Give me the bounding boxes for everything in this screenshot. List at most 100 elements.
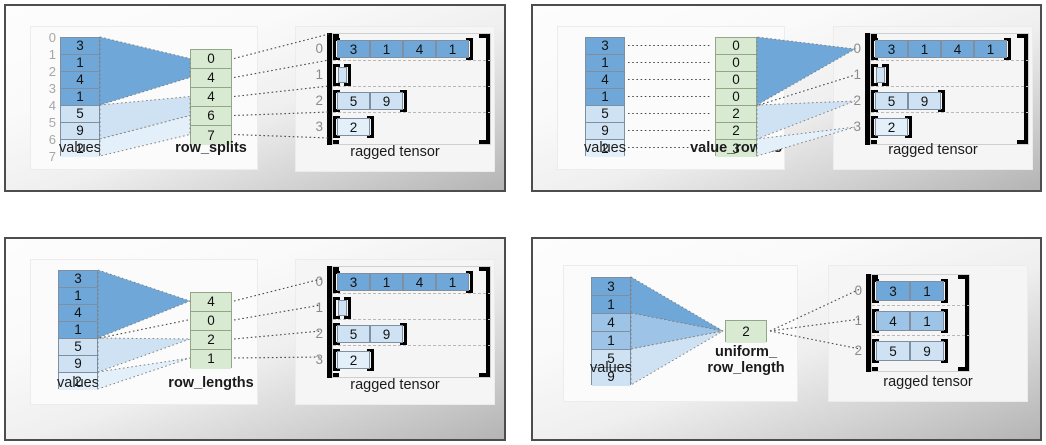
ragged-cell: 1 bbox=[910, 281, 944, 301]
value-cell: 9 bbox=[592, 368, 630, 386]
ragged-open-bracket bbox=[865, 33, 877, 145]
ragged-cell: 4 bbox=[403, 273, 436, 291]
encoding-caption: uniform_ row_length bbox=[707, 344, 785, 377]
ragged-open-bracket bbox=[327, 33, 339, 145]
ragged-row-index: 2 bbox=[315, 93, 323, 108]
row-close-bracket bbox=[367, 116, 374, 138]
row-separator bbox=[333, 60, 491, 61]
ragged-cell: 4 bbox=[403, 40, 436, 58]
ragged-caption: ragged tensor bbox=[350, 377, 440, 393]
encoding-cell: 0 bbox=[716, 72, 756, 89]
row-separator bbox=[333, 293, 491, 294]
value-cell: 1 bbox=[61, 55, 99, 72]
value-cell: 1 bbox=[592, 332, 630, 350]
row-open-bracket bbox=[871, 90, 878, 112]
ragged-cell: 1 bbox=[436, 273, 469, 291]
row-separator bbox=[333, 86, 491, 87]
encoding-cell: 0 bbox=[716, 38, 756, 55]
ragged-close-bracket bbox=[1017, 33, 1029, 145]
ragged-cell: 3 bbox=[875, 40, 908, 58]
ragged-row-index: 3 bbox=[315, 352, 323, 367]
ragged-caption: ragged tensor bbox=[888, 142, 978, 158]
row-open-bracket bbox=[333, 297, 340, 319]
ragged-row-index: 1 bbox=[854, 313, 862, 328]
row-separator bbox=[333, 345, 491, 346]
encoding-caption: row_splits bbox=[175, 140, 247, 156]
value-index-label: 3 bbox=[48, 81, 56, 96]
ragged-row-index: 2 bbox=[315, 326, 323, 341]
value-cell: 4 bbox=[592, 314, 630, 332]
ragged-cell: 5 bbox=[875, 92, 908, 110]
row-open-bracket bbox=[872, 279, 879, 303]
row-close-bracket bbox=[367, 349, 374, 371]
row-open-bracket bbox=[871, 116, 878, 138]
ragged-close-bracket bbox=[479, 33, 491, 145]
row-open-bracket bbox=[871, 64, 878, 86]
row-close-bracket bbox=[344, 64, 351, 86]
ragged-cell: 3 bbox=[876, 281, 910, 301]
value-cell: 2 bbox=[61, 140, 99, 157]
ragged-cell: 1 bbox=[910, 311, 944, 331]
ragged-row-index: 2 bbox=[854, 343, 862, 358]
values-caption: values bbox=[590, 360, 632, 376]
ragged-row-index: 3 bbox=[315, 119, 323, 134]
row-open-bracket bbox=[333, 38, 340, 60]
ragged-cell: 5 bbox=[337, 92, 370, 110]
ragged-cell: 2 bbox=[337, 351, 370, 369]
value-index-label: 5 bbox=[48, 115, 56, 130]
ragged-open-bracket bbox=[866, 274, 878, 372]
ragged-row-index: 1 bbox=[315, 300, 323, 315]
ragged-close-bracket bbox=[958, 274, 970, 372]
ragged-cell: 4 bbox=[876, 311, 910, 331]
ragged-cell: 9 bbox=[910, 341, 944, 361]
value-cell: 4 bbox=[586, 72, 624, 89]
row-open-bracket bbox=[333, 323, 340, 345]
value-cell: 1 bbox=[59, 322, 97, 339]
value-index-label: 7 bbox=[48, 149, 56, 164]
encoding-cell: 2 bbox=[191, 330, 231, 350]
row-separator bbox=[333, 319, 491, 320]
row-open-bracket bbox=[333, 64, 340, 86]
ragged-close-bracket bbox=[479, 266, 491, 378]
ragged-cell: 1 bbox=[370, 40, 403, 58]
value-cell: 4 bbox=[59, 305, 97, 322]
ragged-caption: ragged tensor bbox=[883, 374, 973, 390]
row-close-bracket bbox=[941, 279, 948, 303]
row-open-bracket bbox=[333, 90, 340, 112]
empty-row-cell bbox=[876, 67, 885, 83]
value-cell: 3 bbox=[59, 271, 97, 288]
value-index-label: 0 bbox=[48, 30, 56, 45]
row-separator bbox=[333, 112, 491, 113]
row-separator bbox=[871, 86, 1029, 87]
value-cell: 3 bbox=[586, 38, 624, 55]
ragged-frame bbox=[332, 33, 491, 145]
value-cell: 5 bbox=[586, 106, 624, 123]
value-cell: 9 bbox=[61, 123, 99, 140]
row-close-bracket bbox=[905, 116, 912, 138]
encoding-caption: row_lengths bbox=[168, 375, 254, 391]
value-cell: 3 bbox=[61, 38, 99, 55]
ragged-row-index: 0 bbox=[854, 283, 862, 298]
ragged-cell: 1 bbox=[370, 273, 403, 291]
ragged-row-index: 3 bbox=[853, 119, 861, 134]
row-open-bracket bbox=[333, 271, 340, 293]
ragged-row-index: 1 bbox=[853, 67, 861, 82]
row-close-bracket bbox=[344, 297, 351, 319]
row-close-bracket bbox=[941, 309, 948, 333]
row-open-bracket bbox=[872, 339, 879, 363]
value-cell: 9 bbox=[59, 356, 97, 373]
encoding-cell: 7 bbox=[191, 126, 231, 145]
encoding-cell: 2 bbox=[726, 321, 766, 343]
ragged-cell: 3 bbox=[337, 273, 370, 291]
row-close-bracket bbox=[466, 271, 473, 293]
row-close-bracket bbox=[400, 90, 407, 112]
empty-row-cell bbox=[338, 67, 347, 83]
ragged-caption: ragged tensor bbox=[350, 144, 440, 160]
